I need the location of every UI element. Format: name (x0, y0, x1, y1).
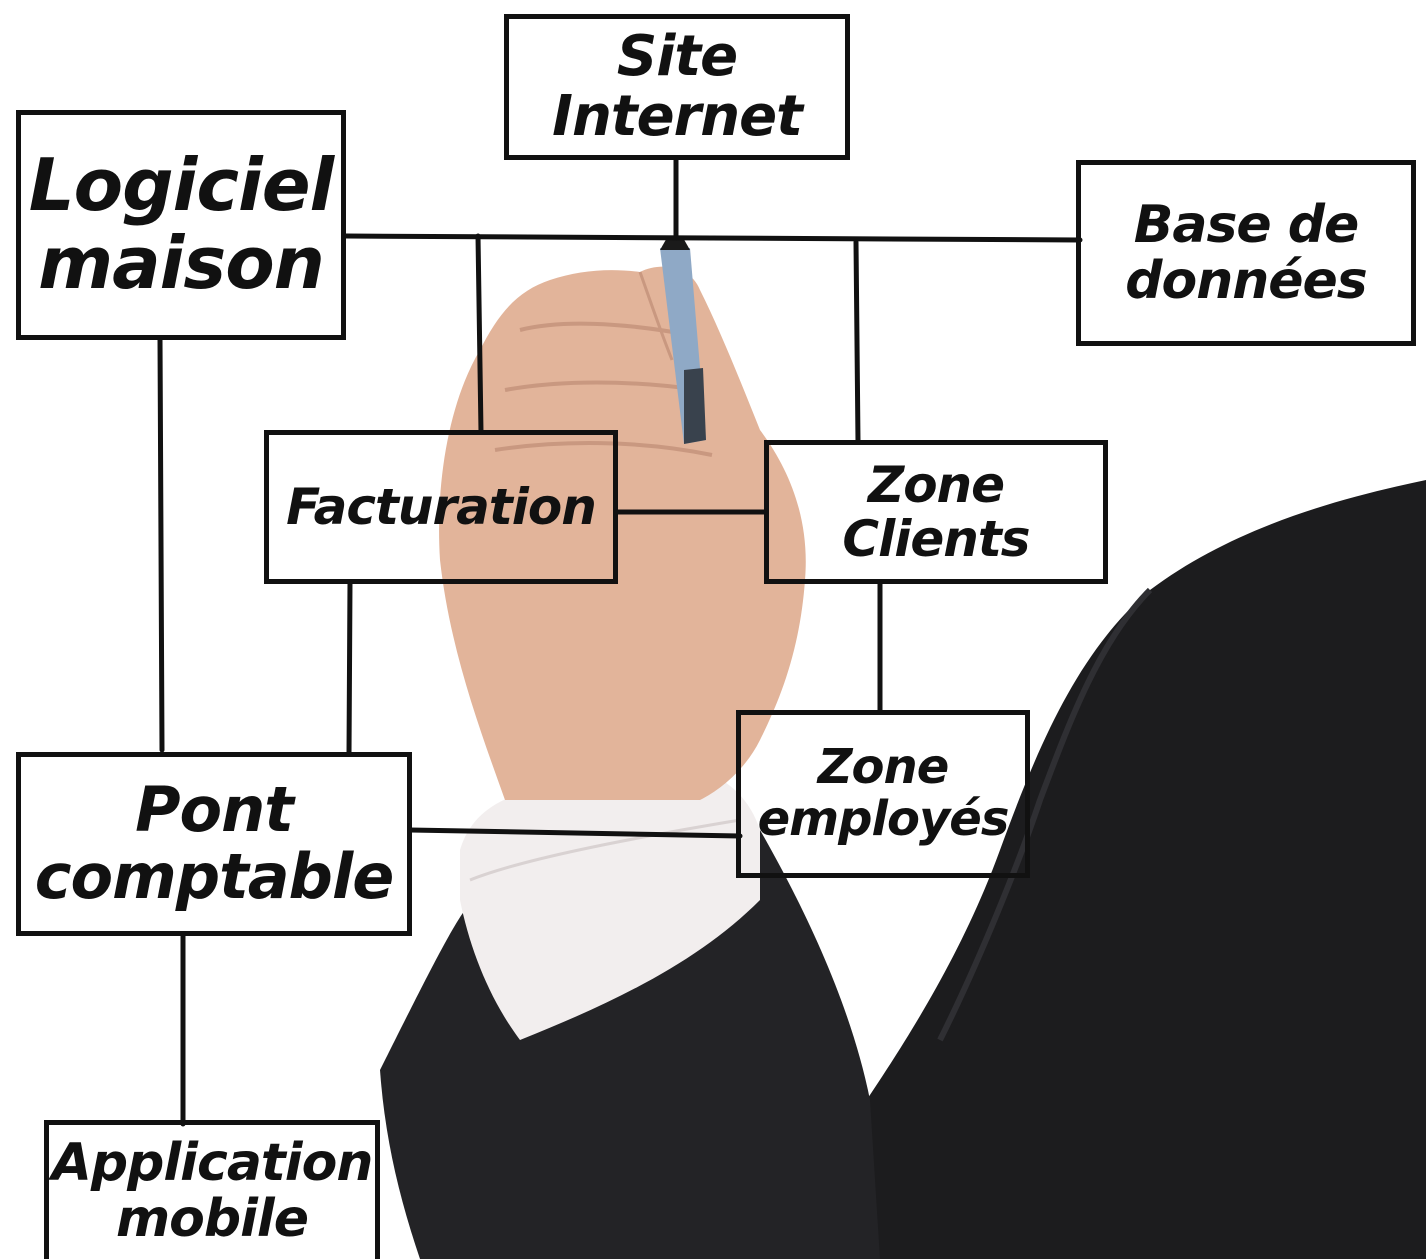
node-site-internet-line1: Site (616, 23, 738, 89)
edge-bus-horizontal (343, 233, 1083, 243)
edge-bus-to-zone-clients (853, 239, 861, 445)
node-logiciel-maison: Logiciel maison (16, 110, 346, 340)
node-base-de-donnees-line1: Base de (1133, 194, 1360, 255)
node-application-mobile: Application mobile (44, 1120, 380, 1259)
suit-body (830, 480, 1426, 1259)
node-pont-comptable: Pont comptable (16, 752, 412, 936)
node-pont-comptable-line2: comptable (34, 840, 394, 913)
node-facturation: Facturation (264, 430, 618, 584)
node-facturation-line1: Facturation (286, 478, 597, 536)
node-zone-employes-line1: Zone (817, 739, 950, 796)
edge-facturation-to-pont (346, 579, 353, 757)
edge-logiciel-to-pont (157, 335, 165, 753)
edge-bus-to-facturation (475, 233, 484, 435)
node-application-mobile-line2: mobile (115, 1189, 309, 1250)
node-site-internet: Site Internet (504, 14, 850, 160)
node-logiciel-maison-line2: maison (38, 221, 325, 305)
node-zone-employes: Zone employés (736, 710, 1030, 878)
node-zone-clients-line2: Clients (842, 510, 1030, 568)
node-zone-clients-line1: Zone (867, 456, 1005, 514)
edge-pont-to-zone-employes (407, 827, 743, 839)
node-application-mobile-line1: Application (51, 1133, 374, 1193)
node-site-internet-line2: Internet (552, 84, 803, 149)
node-base-de-donnees: Base de données (1076, 160, 1416, 346)
node-logiciel-maison-line1: Logiciel (28, 143, 334, 228)
node-base-de-donnees-line2: données (1125, 251, 1367, 311)
node-pont-comptable-line1: Pont (135, 773, 294, 847)
hand (439, 266, 806, 800)
node-zone-clients: Zone Clients (764, 440, 1108, 584)
node-zone-employes-line2: employés (757, 791, 1010, 847)
